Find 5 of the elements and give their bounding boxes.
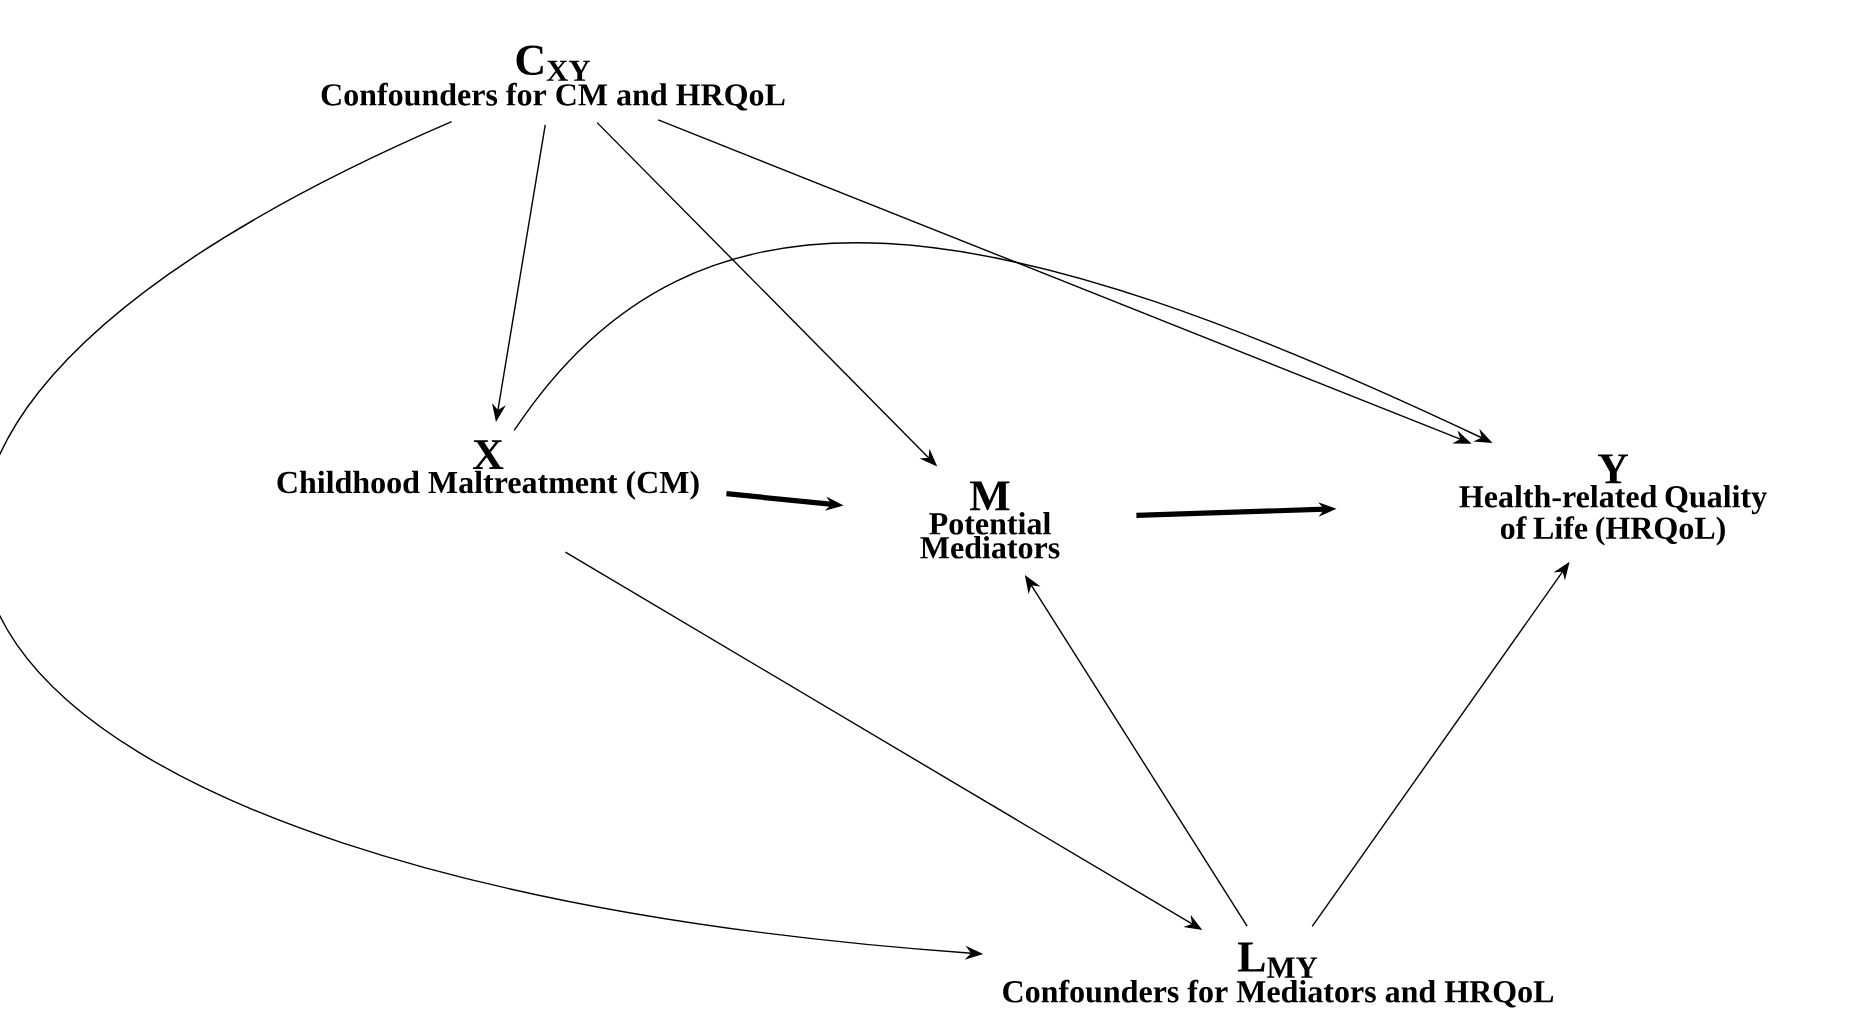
variable-label: Y Health-related Quality of Life (HRQoL) <box>1459 454 1767 546</box>
variable-label: L$_{MY}$ Confounders for Mediators and HRQoL <box>1003 942 1554 1008</box>
variable-label: C$_{XY}$ Confounders for CM and HRQoL <box>321 45 785 111</box>
variable-label: X Childhood Maltreatment (CM) <box>277 440 699 500</box>
variable-label: M Potential Mediators <box>920 481 1060 559</box>
